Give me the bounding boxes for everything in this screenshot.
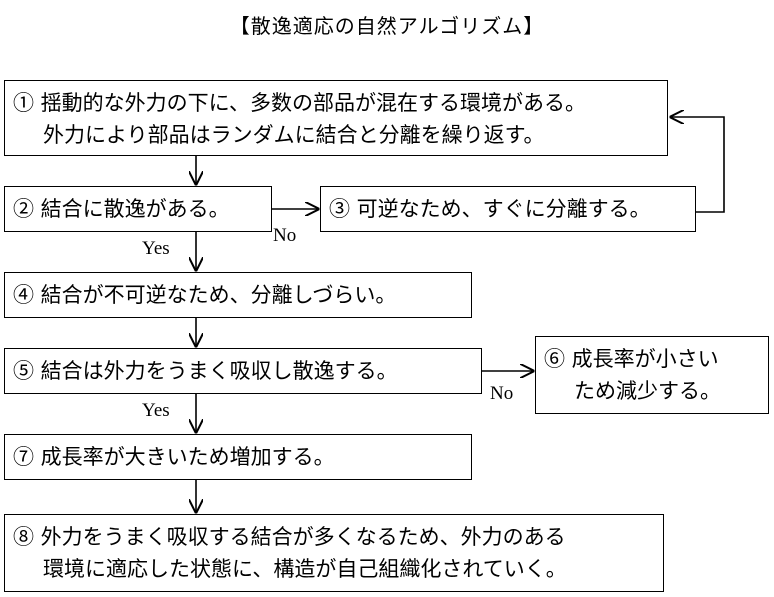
no-label-2: No [490,383,514,404]
step-5-text: ⑤ 結合は外力をうまく吸収し散逸する。 [13,359,398,383]
step-6-line-2: ため減少する。 [574,379,721,403]
diagram-title: 【散逸適応の自然アルゴリズム】 [229,14,545,38]
step-8-line-2: 環境に適応した状態に、構造が自己組織化されていく。 [43,557,567,581]
step-1-line-2: 外力により部品はランダムに結合と分離を繰り返す。 [43,123,545,147]
step-4-text: ④ 結合が不可逆なため、分離しづらい。 [13,283,397,307]
step-1-box: ① 揺動的な外力の下に、多数の部品が混在する環境がある。 外力により部品はランダ… [4,80,668,156]
step-3-box: ③ 可逆なため、すぐに分離する。 [320,186,696,232]
step-7-box: ⑦ 成長率が大きいため増加する。 [4,434,472,480]
step-2-box: ② 結合に散逸がある。 [4,186,272,232]
yes-label-1: Yes [142,238,170,259]
step-8-line-1: ⑧ 外力をうまく吸収する結合が多くなるため、外力のある [13,525,566,549]
step-6-line-1: ⑥ 成長率が小さい [544,347,719,371]
step-2-text: ② 結合に散逸がある。 [13,197,230,221]
step-6-box: ⑥ 成長率が小さい ため減少する。 [535,336,769,414]
no-label-1: No [273,225,297,246]
yes-label-2: Yes [142,400,170,421]
step-7-text: ⑦ 成長率が大きいため増加する。 [13,445,335,469]
step-1-line-1: ① 揺動的な外力の下に、多数の部品が混在する環境がある。 [13,91,587,115]
arrow-3-to-1-loop [671,117,725,213]
step-8-box: ⑧ 外力をうまく吸収する結合が多くなるため、外力のある 環境に適応した状態に、構… [4,514,664,592]
step-4-box: ④ 結合が不可逆なため、分離しづらい。 [4,272,472,318]
step-5-box: ⑤ 結合は外力をうまく吸収し散逸する。 [4,348,482,394]
step-3-text: ③ 可逆なため、すぐに分離する。 [329,197,651,221]
